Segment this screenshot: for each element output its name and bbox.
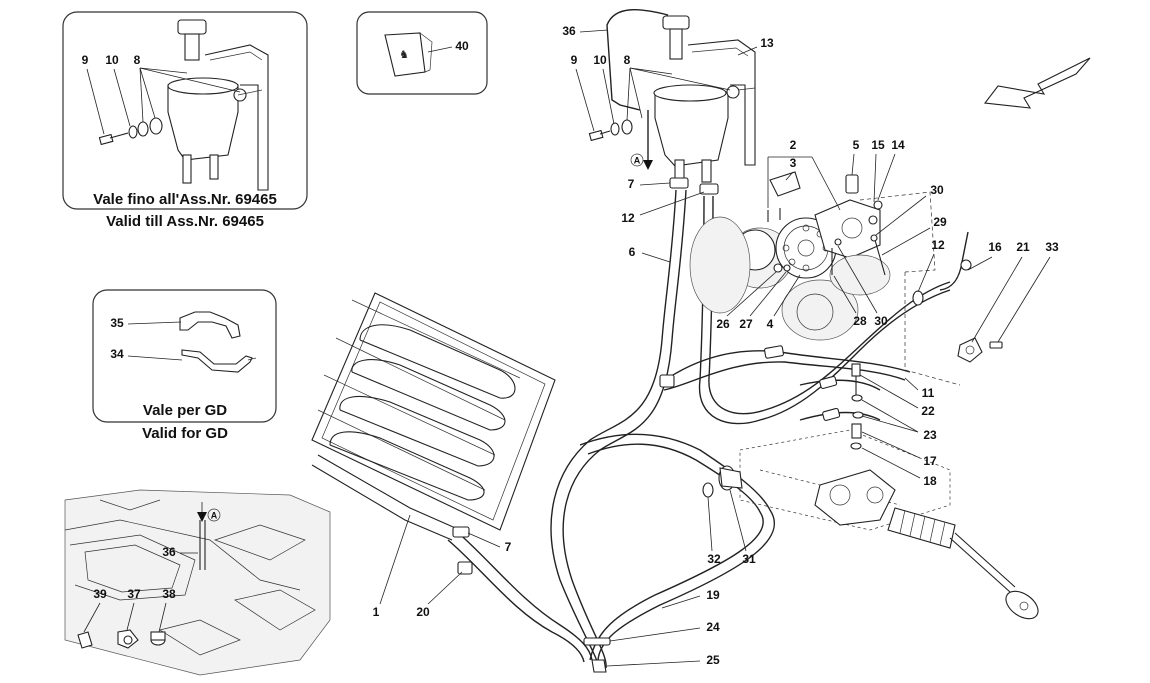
callout-1: 1: [373, 605, 380, 619]
callout-21: 21: [1016, 240, 1030, 254]
gd-caption-english: Valid for GD: [142, 425, 228, 442]
down-arrow-icon: [643, 160, 653, 170]
main-reservoir: A 36 13 9 10 8 7 12: [562, 9, 774, 225]
callout-8-main: 8: [624, 53, 631, 67]
callout-3: 3: [790, 156, 797, 170]
callout-36-undertray: 36: [162, 545, 176, 559]
callout-37: 37: [127, 587, 141, 601]
callout-27: 27: [739, 317, 753, 331]
gd-caption-italian: Vale per GD: [143, 402, 227, 419]
callout-10-main: 10: [593, 53, 607, 67]
callout-8: 8: [134, 53, 141, 67]
callout-30-upper: 30: [930, 183, 944, 197]
callout-12-top: 12: [621, 211, 635, 225]
callout-17: 17: [923, 454, 937, 468]
callout-11: 11: [922, 386, 935, 400]
callout-28: 28: [853, 314, 867, 328]
callout-35: 35: [110, 316, 124, 330]
callout-26: 26: [716, 317, 730, 331]
callout-15: 15: [871, 138, 885, 152]
callout-29: 29: [933, 215, 947, 229]
callout-2: 2: [790, 138, 797, 152]
down-arrow-icon: [197, 512, 207, 522]
prancing-horse-badge-icon: ♞: [399, 48, 409, 61]
callout-32: 32: [707, 552, 721, 566]
callout-12-right: 12: [931, 238, 945, 252]
inset-caption-english: Valid till Ass.Nr. 69465: [106, 213, 264, 230]
inset-logo-badge: ♞ 40: [356, 11, 488, 95]
callout-9: 9: [82, 53, 89, 67]
callout-19: 19: [706, 588, 720, 602]
callout-33: 33: [1045, 240, 1059, 254]
reference-mark-a-undertray: A: [211, 510, 218, 520]
callout-38: 38: [162, 587, 176, 601]
reference-mark-a: A: [634, 155, 641, 165]
inset-gd-bracket: 35 34 Vale per GD Valid for GD: [92, 289, 277, 442]
callout-4: 4: [767, 317, 774, 331]
callout-40: 40: [455, 39, 469, 53]
callout-7-cooler: 7: [505, 540, 512, 554]
pump-pulley-assembly: 2 3 5 15 14 30 29 12 26 27 4 28 30: [689, 138, 961, 386]
callout-39: 39: [93, 587, 107, 601]
callout-22: 22: [921, 404, 935, 418]
callout-24: 24: [706, 620, 720, 634]
right-fittings: 16 21 33: [957, 240, 1059, 363]
inset-reservoir-old: 9 10 8 Vale fino all'Ass.Nr. 69465 Valid…: [62, 11, 308, 230]
oil-cooler: 1 20 7: [311, 292, 556, 619]
inset-caption-italian: Vale fino all'Ass.Nr. 69465: [93, 191, 277, 208]
undertray-detail: A 36 39 37 38: [64, 489, 331, 676]
callout-6: 6: [629, 245, 636, 259]
callout-31: 31: [742, 552, 756, 566]
direction-arrow-icon: [983, 57, 1091, 109]
callout-18: 18: [923, 474, 937, 488]
lower-clamps: 32 31 19 24 25 6: [583, 245, 756, 673]
callout-9-main: 9: [571, 53, 578, 67]
callout-7-top: 7: [628, 177, 635, 191]
callout-34: 34: [110, 347, 124, 361]
callout-13: 13: [760, 36, 774, 50]
hose-lines: [447, 189, 972, 669]
callout-16: 16: [988, 240, 1002, 254]
callout-20: 20: [416, 605, 430, 619]
callout-30-lower: 30: [874, 314, 888, 328]
callout-10: 10: [105, 53, 119, 67]
steering-rack: 11 22 23 17 18: [739, 363, 1039, 620]
callout-23: 23: [923, 428, 937, 442]
callout-5: 5: [853, 138, 860, 152]
callout-25: 25: [706, 653, 720, 667]
callout-14: 14: [891, 138, 905, 152]
callout-36: 36: [562, 24, 576, 38]
